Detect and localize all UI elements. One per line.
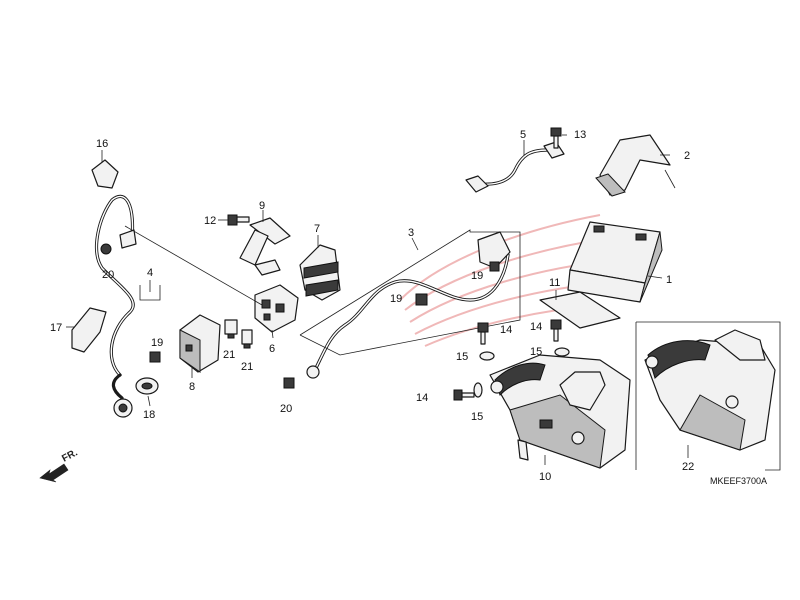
starter-relay[interactable] <box>254 284 299 333</box>
battery-box[interactable] <box>489 354 631 469</box>
negative-cable[interactable] <box>465 141 565 193</box>
front-direction-arrow-icon <box>39 463 69 483</box>
callout-8: 8 <box>189 381 195 393</box>
washer-15-right[interactable] <box>554 347 570 357</box>
nut-19-cable[interactable] <box>489 261 500 272</box>
callout-11: 11 <box>549 277 560 289</box>
callout-12: 12 <box>204 215 216 227</box>
callout-4: 4 <box>147 267 153 279</box>
callout-17: 17 <box>50 322 62 334</box>
callout-10: 10 <box>539 471 551 483</box>
callout-3: 3 <box>408 227 414 239</box>
callout-22: 22 <box>682 461 694 473</box>
battery-cover[interactable] <box>595 134 676 197</box>
battery[interactable] <box>567 221 663 303</box>
callout-1: 1 <box>666 274 672 286</box>
callout-20-bottom: 20 <box>280 403 292 415</box>
nut-19-left[interactable] <box>149 351 161 363</box>
clip-16[interactable] <box>91 159 119 189</box>
clamp-18[interactable] <box>135 377 159 395</box>
sub-harness[interactable] <box>94 194 161 418</box>
callout-13: 13 <box>574 129 586 141</box>
callout-14-bottom: 14 <box>416 392 428 404</box>
callout-21-b: 21 <box>241 361 253 373</box>
nut-19-center[interactable] <box>415 293 428 306</box>
washer-15-left[interactable] <box>479 351 495 361</box>
callout-19-left: 19 <box>151 337 163 349</box>
callout-20-left: 20 <box>102 269 114 281</box>
callout-16: 16 <box>96 138 108 150</box>
bolt-14-right[interactable] <box>550 319 562 342</box>
starter-cable[interactable] <box>299 229 521 379</box>
callout-21-a: 21 <box>223 349 235 361</box>
cover-17[interactable] <box>71 307 107 353</box>
fuse-21b[interactable] <box>241 329 253 349</box>
relay-bracket[interactable] <box>239 217 291 276</box>
battery-mat[interactable] <box>539 291 621 329</box>
battery-box-variant[interactable] <box>635 321 781 471</box>
relay-cover[interactable] <box>299 244 341 301</box>
bolt-14-bottom[interactable] <box>453 389 475 401</box>
diagram-code: MKEEF3700A <box>710 476 767 486</box>
callout-18: 18 <box>143 409 155 421</box>
callout-15-left: 15 <box>456 351 468 363</box>
callout-9: 9 <box>259 200 265 212</box>
front-direction-label: FR. <box>60 447 80 464</box>
callout-19-center: 19 <box>390 293 402 305</box>
callout-7: 7 <box>314 223 320 235</box>
callout-6: 6 <box>269 343 275 355</box>
callout-15-right: 15 <box>530 346 542 358</box>
bolt-13[interactable] <box>550 127 562 149</box>
callout-19-cable: 19 <box>471 270 483 282</box>
bolt-20-bottom[interactable] <box>283 377 295 389</box>
callout-14-left: 14 <box>500 324 512 336</box>
bolt-14-left[interactable] <box>477 322 489 345</box>
washer-15-bottom[interactable] <box>473 382 483 398</box>
callout-5: 5 <box>520 129 526 141</box>
callout-2: 2 <box>684 150 690 162</box>
fuse-21a[interactable] <box>224 319 238 339</box>
callout-14-right: 14 <box>530 321 542 333</box>
leader-lines <box>66 134 689 465</box>
bolt-12[interactable] <box>227 214 250 226</box>
fuse-box[interactable] <box>179 314 221 373</box>
callout-15-bottom: 15 <box>471 411 483 423</box>
bolt-20-left[interactable] <box>100 243 112 255</box>
